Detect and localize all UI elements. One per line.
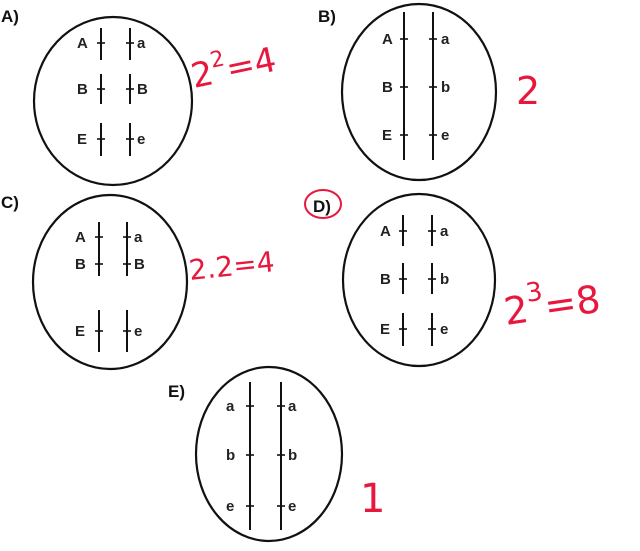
panel-b: B) A a B b E e 2 [318,2,540,182]
allele-left: E [382,127,392,144]
allele-left: a [226,398,235,415]
allele-left: b [226,447,235,464]
allele-left: A [380,223,391,240]
cell-outline [340,2,498,182]
allele-right: a [134,229,143,246]
answer-circle [304,189,342,219]
panel-e: E) a a b b e e 1 [168,365,385,543]
allele-right: e [134,323,142,340]
allele-left: E [77,131,87,148]
allele-left: B [382,79,393,96]
panel-a-label: A) [1,7,19,26]
allele-left: E [75,323,85,340]
cell-outline [341,192,497,368]
allele-right: e [137,131,145,148]
panel-c: C) A a B B E e 2.2=4 [1,193,276,371]
allele-left: A [77,35,88,52]
allele-left: e [226,498,234,515]
allele-right: a [288,398,297,415]
allele-left: B [75,256,86,273]
allele-right: a [137,35,146,52]
panel-d: D) A a B b E e 23=8 [304,189,603,368]
cell-outline [194,365,344,543]
allele-right: e [288,498,296,515]
allele-left: B [380,271,391,288]
allele-right: b [441,79,450,96]
handwritten-answer: 1 [360,476,385,522]
allele-left: B [77,81,88,98]
panel-b-label: B) [318,7,336,26]
allele-right: b [440,271,449,288]
panel-e-label: E) [168,382,185,401]
cell-outline [32,15,194,187]
allele-left: E [380,321,390,338]
handwritten-answer: 2.2=4 [187,245,276,287]
handwritten-answer: 22=4 [187,36,280,97]
panel-a: A) A a B B E e 22=4 [1,7,280,187]
allele-right: a [440,223,449,240]
handwritten-answer: 2 [516,69,540,113]
allele-right: b [288,447,297,464]
allele-right: a [441,31,450,48]
handwritten-answer: 23=8 [500,269,603,334]
allele-right: B [137,81,148,98]
panel-d-label: D) [313,197,331,216]
cell-outline [31,193,189,371]
allele-right: B [134,256,145,273]
allele-right: e [441,127,449,144]
allele-left: A [75,229,86,246]
allele-left: A [382,31,393,48]
panel-c-label: C) [1,193,19,212]
allele-right: e [440,321,448,338]
